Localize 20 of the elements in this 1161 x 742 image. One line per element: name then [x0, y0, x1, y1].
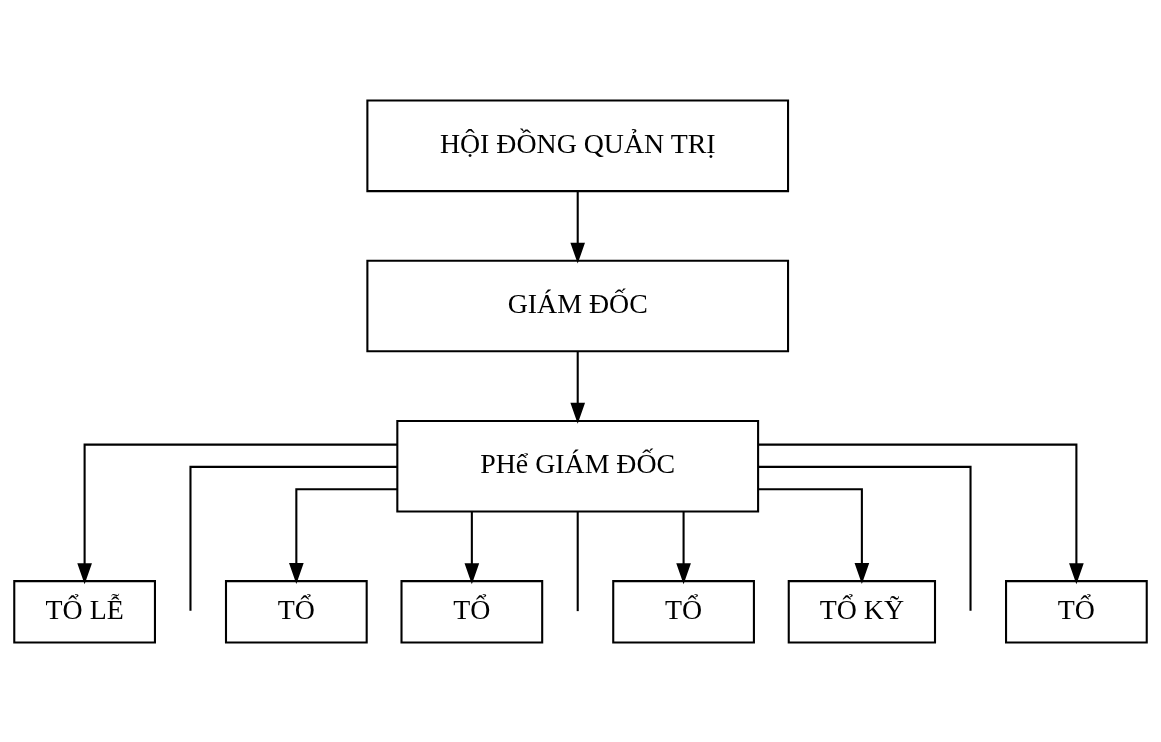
node-box: TỔ: [1005, 579, 1148, 643]
node-box: TỔ: [224, 579, 368, 643]
connector: [576, 511, 579, 611]
arrow: [570, 351, 586, 424]
node-box: TỔ LỄ: [13, 579, 156, 643]
arrow: [77, 443, 398, 584]
arrow: [676, 511, 691, 584]
connector: [189, 465, 398, 611]
node-box: TỔ: [612, 579, 755, 643]
node-box: HỘI ĐỒNG QUẢN TRỊ: [366, 99, 790, 192]
arrow: [570, 190, 586, 264]
arrow: [758, 443, 1084, 584]
connector: [758, 465, 972, 611]
arrow: [464, 511, 480, 584]
node-box: TỔ KỸ: [787, 579, 937, 643]
node-box: TỔ: [400, 579, 544, 643]
arrow: [758, 487, 870, 584]
node-box: PHể GIÁM ĐỐC: [396, 419, 760, 513]
arrow: [289, 487, 398, 584]
node-box: GIÁM ĐỐC: [366, 259, 790, 352]
